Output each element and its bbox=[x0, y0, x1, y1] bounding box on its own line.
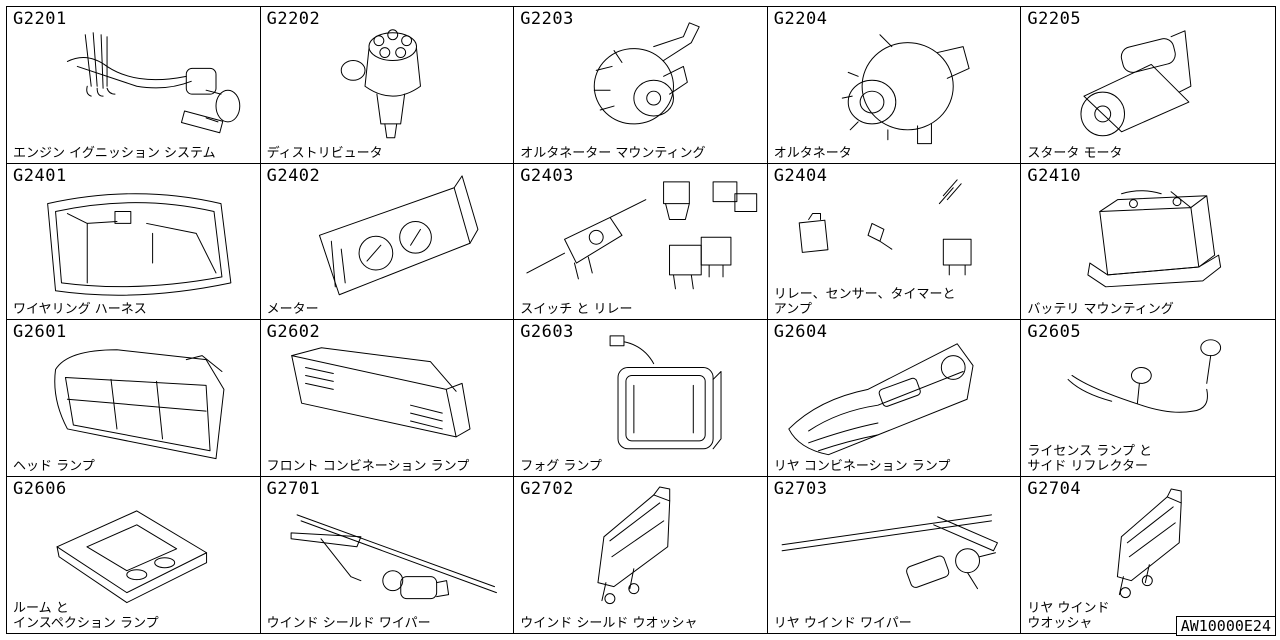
section-cell-g2703[interactable]: G2703 リヤ ウインド ワイパー bbox=[768, 476, 1022, 633]
section-caption: スタータ モータ bbox=[1027, 145, 1123, 161]
section-caption: リヤ コンビネーション ランプ bbox=[773, 458, 951, 474]
section-caption: リヤ ウインド ウオッシャ bbox=[1027, 601, 1110, 631]
section-code: G2410 bbox=[1027, 165, 1082, 186]
section-cell-g2601[interactable]: G2601 ヘッド ランプ bbox=[7, 320, 261, 477]
section-code: G2704 bbox=[1027, 478, 1082, 499]
front-combination-lamp-icon bbox=[290, 347, 471, 438]
section-caption: ディストリビュータ bbox=[266, 145, 383, 161]
section-caption: フロント コンビネーション ランプ bbox=[266, 458, 470, 474]
section-cell-g2410[interactable]: G2410 バッテリ マウンティング bbox=[1021, 164, 1275, 320]
section-code: G2602 bbox=[266, 322, 321, 342]
section-cell-g2203[interactable]: G2203 オルタネーター マウンティング bbox=[514, 7, 768, 164]
section-caption: ウインド シールド ウオッシャ bbox=[520, 616, 698, 631]
windshield-wiper-icon bbox=[290, 513, 497, 599]
section-caption: リレー、センサー、タイマーと アンプ bbox=[773, 287, 956, 317]
section-caption: スイッチ と リレー bbox=[520, 302, 633, 317]
section-caption: ヘッド ランプ bbox=[13, 458, 95, 474]
wiring-harness-icon bbox=[47, 192, 232, 296]
section-code: G2606 bbox=[13, 478, 67, 499]
section-code: G2701 bbox=[266, 478, 321, 499]
section-cell-g2604[interactable]: G2604 リヤ コンビネーション ランプ bbox=[767, 320, 1022, 477]
section-caption: エンジン イグニッション システム bbox=[13, 145, 216, 161]
section-code: G2203 bbox=[520, 9, 574, 29]
starter-motor-icon bbox=[1080, 30, 1192, 137]
section-cell-g2605[interactable]: G2605 ライセンス ランプ と サイド リフレクター bbox=[1021, 320, 1275, 477]
section-caption: フォグ ランプ bbox=[520, 458, 602, 474]
section-caption: ルーム と インスペクション ランプ bbox=[13, 601, 159, 631]
section-cell-g2403[interactable]: G2403 スイッチ と リレー bbox=[514, 163, 768, 320]
rear-combination-lamp-icon bbox=[788, 343, 974, 456]
alternator-mounting-icon bbox=[593, 22, 700, 125]
section-code: G2601 bbox=[13, 322, 67, 342]
section-cell-g2606[interactable]: G2606 ルーム と インスペクション ランプ bbox=[7, 476, 261, 633]
section-cell-g2702[interactable]: G2702 ウインド シールド ウオッシャ bbox=[514, 476, 768, 633]
windshield-washer-icon bbox=[597, 485, 671, 604]
section-cell-g2202[interactable]: G2202 ディストリビュータ bbox=[260, 7, 515, 164]
section-cell-g2401[interactable]: G2401 ワイヤリング ハーネス bbox=[7, 163, 261, 320]
section-code: G2403 bbox=[520, 165, 574, 186]
section-caption: ワイヤリング ハーネス bbox=[13, 302, 147, 317]
section-code: G2404 bbox=[773, 165, 828, 186]
section-code: G2702 bbox=[520, 478, 574, 499]
fog-lamp-icon bbox=[609, 335, 722, 450]
alternator-icon bbox=[841, 34, 970, 145]
section-caption: オルタネータ bbox=[773, 145, 852, 161]
section-caption: リヤ ウインド ワイパー bbox=[773, 616, 912, 631]
section-caption: ライセンス ランプ と サイド リフレクター bbox=[1027, 443, 1153, 474]
section-code: G2402 bbox=[266, 165, 321, 186]
section-cell-g2404[interactable]: G2404 リレー、センサー、タイマーと アンプ bbox=[767, 163, 1022, 320]
section-cell-g2704[interactable]: G2704 リヤ ウインド ウオッシャ bbox=[1021, 477, 1275, 634]
section-code: G2205 bbox=[1027, 9, 1082, 29]
parts-index-grid: G2201 エンジン イグニッション システム G2202 ディストリビュータ bbox=[6, 6, 1276, 634]
section-code: G2703 bbox=[773, 478, 828, 499]
distributor-icon bbox=[340, 29, 421, 139]
section-code: G2204 bbox=[773, 9, 828, 29]
section-code: G2202 bbox=[266, 9, 321, 29]
section-code: G2605 bbox=[1027, 322, 1082, 342]
headlamp-icon bbox=[54, 349, 225, 460]
section-caption: メーター bbox=[266, 302, 319, 317]
section-code: G2401 bbox=[13, 165, 67, 186]
section-code: G2604 bbox=[773, 322, 828, 342]
section-cell-g2603[interactable]: G2603 フォグ ランプ bbox=[514, 320, 768, 477]
section-caption: オルタネーター マウンティング bbox=[520, 145, 706, 161]
section-code: G2201 bbox=[13, 9, 67, 29]
switch-relay-icon bbox=[526, 180, 758, 289]
battery-icon bbox=[1087, 189, 1222, 287]
section-code: G2603 bbox=[520, 322, 574, 342]
meter-cluster-icon bbox=[318, 174, 479, 295]
section-cell-g2201[interactable]: G2201 エンジン イグニッション システム bbox=[7, 7, 261, 164]
section-cell-g2205[interactable]: G2205 スタータ モータ bbox=[1021, 7, 1275, 164]
section-cell-g2701[interactable]: G2701 ウインド シールド ワイパー bbox=[261, 476, 515, 633]
section-cell-g2204[interactable]: G2204 オルタネータ bbox=[767, 7, 1022, 164]
reference-code: AW10000E24 bbox=[1175, 616, 1276, 636]
section-cell-g2602[interactable]: G2602 フロント コンビネーション ランプ bbox=[260, 320, 515, 477]
rear-wiper-icon bbox=[781, 513, 998, 589]
section-caption: バッテリ マウンティング bbox=[1027, 302, 1174, 317]
ignition-coil-icon bbox=[66, 32, 241, 134]
section-caption: ウインド シールド ワイパー bbox=[266, 616, 431, 631]
section-cell-g2402[interactable]: G2402 メーター bbox=[260, 163, 515, 320]
